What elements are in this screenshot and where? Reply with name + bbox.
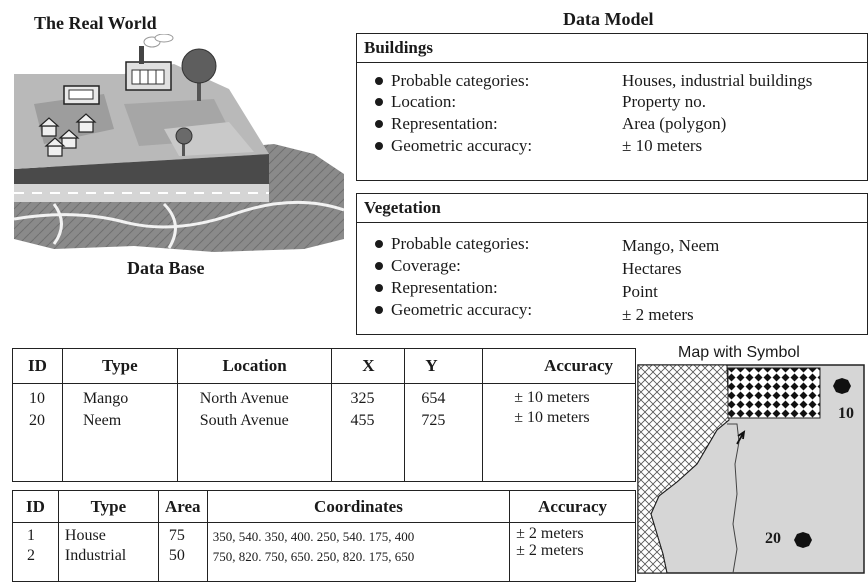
- buildings-row: Geometric accuracy:: [375, 136, 532, 156]
- data-model-title: Data Model: [563, 9, 654, 29]
- vegetation-value: ± 2 meters: [622, 305, 694, 324]
- vegetation-box: Vegetation Probable categories: Mango, N…: [356, 193, 868, 335]
- col-header-type: Type: [61, 348, 178, 384]
- col-header-type: Type: [57, 490, 159, 523]
- col-header-id: ID: [12, 348, 63, 384]
- col-header-accuracy: Accuracy: [509, 490, 636, 523]
- table-cell-accuracy: ± 2 meters± 2 meters: [509, 522, 636, 582]
- buildings-value: ± 10 meters: [622, 136, 703, 155]
- col-header-x: X: [331, 348, 406, 384]
- vegetation-row: Geometric accuracy:: [375, 300, 532, 320]
- tree-symbol-10: [833, 378, 851, 394]
- map-label-10: 10: [838, 405, 854, 422]
- buildings-row: Representation:: [375, 114, 498, 134]
- col-header-location: Location: [176, 348, 333, 384]
- map-label-20: 20: [765, 530, 781, 547]
- vegetation-value: Mango, Neem: [622, 236, 720, 255]
- buildings-value: Houses, industrial buildings: [622, 71, 813, 90]
- buildings-heading: Buildings: [357, 34, 867, 63]
- buildings-value: Property no.: [622, 92, 707, 111]
- col-header-accuracy: Accuracy: [482, 348, 636, 384]
- table-cell-accuracy: ± 10 meters± 10 meters: [482, 383, 636, 482]
- col-header-area: Area: [157, 490, 208, 523]
- buildings-row: Location:: [375, 92, 456, 112]
- vegetation-heading: Vegetation: [357, 194, 867, 223]
- real-world-illustration: [14, 34, 344, 252]
- col-header-id: ID: [12, 490, 59, 523]
- buildings-box: Buildings Probable categories: Houses, i…: [356, 33, 868, 181]
- vegetation-value: Hectares: [622, 259, 682, 278]
- buildings-row: Probable categories:: [375, 71, 529, 91]
- col-header-y: Y: [404, 348, 484, 384]
- tree-symbol-20: [794, 532, 812, 548]
- arrow-icon: [736, 430, 746, 445]
- vegetation-row: Coverage:: [375, 256, 461, 276]
- buildings-value: Area (polygon): [622, 114, 727, 133]
- database-caption: Data Base: [127, 258, 205, 278]
- vegetation-row: Probable categories:: [375, 234, 529, 254]
- map-title: Map with Symbol: [678, 344, 800, 361]
- col-header-coordinates: Coordinates: [206, 490, 511, 523]
- map-building-area: [727, 367, 821, 419]
- vegetation-row: Representation:: [375, 278, 498, 298]
- map-with-symbol: [637, 364, 865, 574]
- vegetation-value: Point: [622, 282, 658, 301]
- real-world-title: The Real World: [34, 13, 157, 33]
